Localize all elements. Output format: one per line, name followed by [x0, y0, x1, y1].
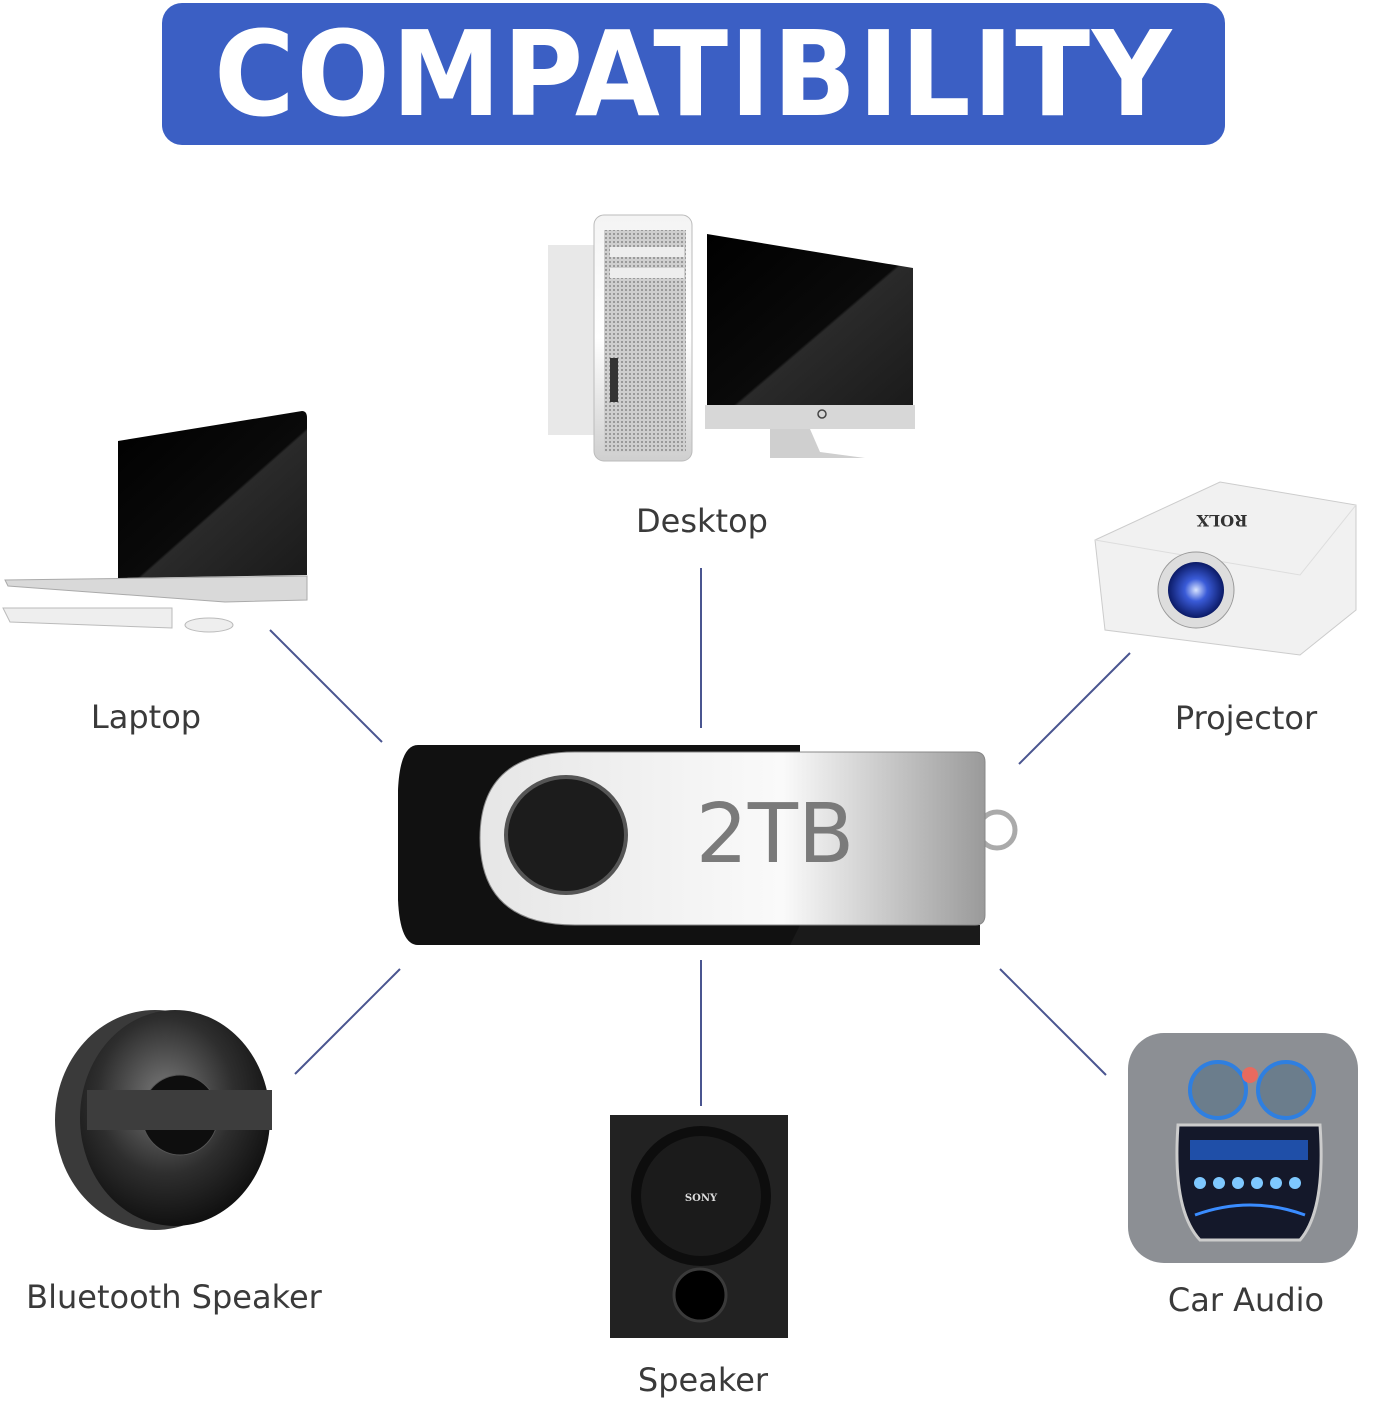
- connector-projector: [1018, 652, 1131, 765]
- label-car-audio: Car Audio: [1167, 1281, 1325, 1319]
- connector-bluetooth-speaker: [294, 968, 401, 1075]
- projector-icon: ROLX: [1094, 481, 1357, 656]
- speaker-brand: SONY: [685, 1193, 718, 1204]
- label-laptop: Laptop: [90, 698, 202, 736]
- speaker-icon: SONY: [610, 1115, 788, 1338]
- label-desktop: Desktop: [636, 502, 768, 540]
- desktop-computer-icon: [548, 214, 915, 462]
- label-projector: Projector: [1174, 699, 1318, 737]
- car-audio-icon: [1128, 1033, 1358, 1263]
- banner-title: COMPATIBILITY: [213, 5, 1174, 143]
- label-bluetooth-speaker: Bluetooth Speaker: [26, 1278, 322, 1316]
- connector-laptop: [269, 629, 383, 743]
- connector-lines: [269, 568, 1131, 1106]
- bluetooth-speaker-icon: [55, 1010, 272, 1230]
- label-speaker: Speaker: [637, 1361, 769, 1399]
- projector-brand: ROLX: [1196, 511, 1247, 530]
- usb-drive-icon: 2TB: [398, 745, 1018, 945]
- usb-capacity-label: 2TB: [696, 787, 855, 882]
- connector-car-audio: [999, 968, 1107, 1076]
- title-banner: COMPATIBILITY: [162, 3, 1225, 145]
- laptop-icon: [2, 411, 308, 633]
